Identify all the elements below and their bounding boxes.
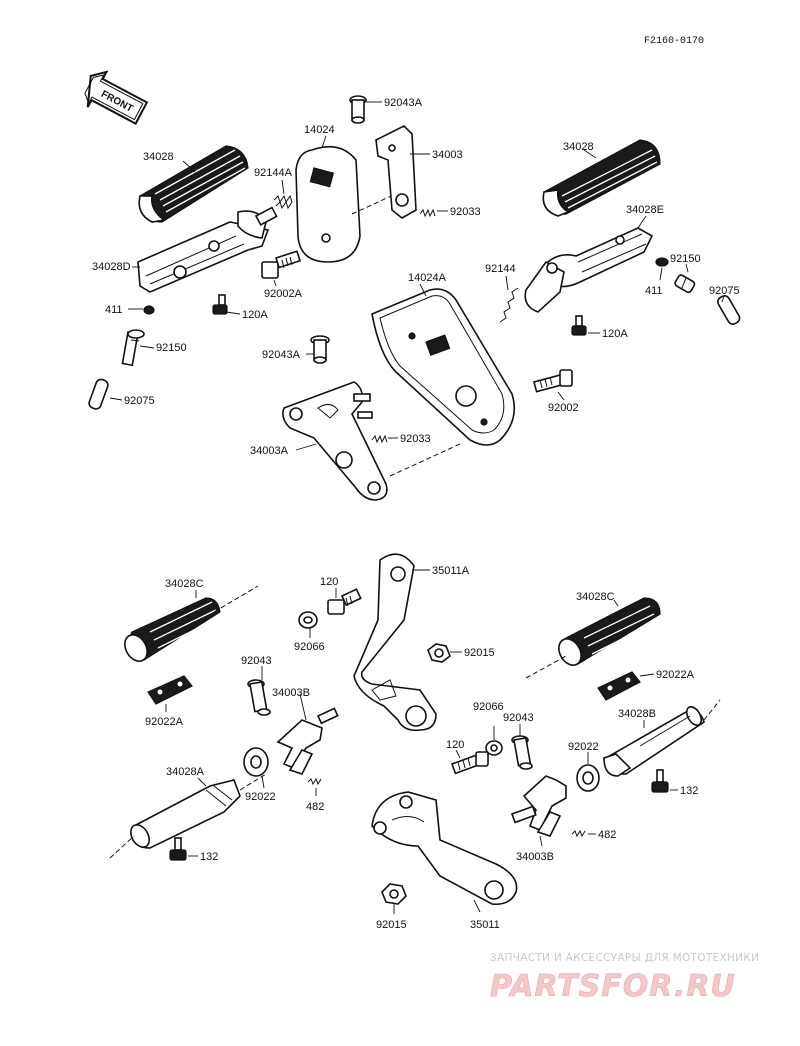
- spring-92033-top: [419, 208, 436, 218]
- label-120-top: 120: [320, 576, 338, 588]
- label-92144A: 92144A: [254, 167, 293, 179]
- pin-92043-left: [247, 679, 271, 716]
- plate-92022A-left: [147, 675, 193, 705]
- figure-code: F2160-0170: [644, 36, 704, 47]
- label-34028-right: 34028: [563, 141, 594, 153]
- footpeg-rubber-34028C-left: [124, 597, 221, 662]
- label-34003A: 34003A: [250, 445, 289, 457]
- label-411-right: 411: [645, 285, 663, 297]
- label-35011A: 35011A: [432, 565, 470, 577]
- label-92075-right: 92075: [709, 285, 740, 297]
- bolt-132-right: [651, 769, 669, 793]
- label-92033-mid: 92033: [400, 433, 431, 445]
- footpeg-34028A: [130, 779, 241, 849]
- label-411-left: 411: [105, 304, 123, 316]
- label-34028D: 34028D: [92, 261, 131, 273]
- footpeg-rubber-34028C-right: [558, 597, 661, 666]
- label-120A-left: 120A: [242, 309, 268, 321]
- label-34028A: 34028A: [166, 766, 205, 778]
- label-92150-right: 92150: [670, 253, 701, 265]
- bolt-120-top: [327, 588, 362, 615]
- label-482-left: 482: [306, 801, 324, 813]
- label-34003B-right: 34003B: [516, 851, 554, 863]
- label-34003B-left: 34003B: [272, 687, 310, 699]
- label-120-bottom: 120: [446, 739, 464, 751]
- heel-plate-14024: [295, 145, 361, 263]
- watermark-caption: ЗАПЧАСТИ И АКСЕССУАРЫ ДЛЯ МОТОТЕХНИКИ: [490, 952, 759, 964]
- label-34028B: 34028B: [618, 708, 656, 720]
- label-120A-right: 120A: [602, 328, 628, 340]
- spring-92144A: [273, 194, 293, 210]
- bolt-120A-left: [212, 294, 228, 315]
- label-34028C-right: 34028C: [576, 591, 615, 603]
- label-92066-right: 92066: [473, 701, 504, 713]
- bracket-34003: [375, 125, 417, 219]
- label-34028-left: 34028: [143, 151, 174, 163]
- label-92033-top: 92033: [450, 206, 481, 218]
- label-14024A: 14024A: [408, 272, 447, 284]
- pin-92043A-mid: [310, 335, 330, 364]
- label-35011: 35011: [470, 919, 500, 931]
- pin-92150-left: [121, 329, 145, 367]
- cotter-92075-right: [717, 295, 741, 325]
- label-92075-left: 92075: [124, 395, 155, 407]
- label-92043-right: 92043: [503, 712, 534, 724]
- label-132-right: 132: [680, 785, 698, 797]
- bracket-34003A: [282, 381, 388, 501]
- label-92022-right: 92022: [568, 741, 599, 753]
- label-92015-top: 92015: [464, 647, 495, 659]
- bolt-132-left: [169, 837, 187, 861]
- front-arrow-icon: FRONT: [84, 70, 149, 125]
- watermark-logo: PARTSFOR.RU: [490, 969, 736, 1004]
- nut-92015-top: [427, 643, 451, 663]
- label-92002: 92002: [548, 402, 579, 414]
- footpeg-34028E: [524, 227, 654, 313]
- label-14024: 14024: [304, 124, 335, 136]
- label-34003: 34003: [432, 149, 463, 161]
- bracket-34003B-right: [510, 775, 567, 837]
- label-92144: 92144: [485, 263, 516, 275]
- bracket-35011A: [353, 553, 437, 732]
- label-92022A-left: 92022A: [145, 716, 184, 728]
- bolt-92002: [533, 369, 573, 393]
- label-92022-left: 92022: [245, 791, 276, 803]
- label-92002A: 92002A: [264, 288, 303, 300]
- spring-92144: [499, 287, 519, 323]
- bracket-35011: [371, 791, 518, 906]
- label-92150-left: 92150: [156, 342, 187, 354]
- bolt-92002A: [261, 250, 302, 279]
- plate-92022A-right: [597, 671, 641, 701]
- bolt-120A-right: [571, 315, 587, 336]
- spring-92033-mid: [371, 434, 388, 444]
- pin-92150-right: [674, 274, 696, 294]
- cotter-92075-left: [88, 378, 109, 410]
- label-92066-left: 92066: [294, 641, 325, 653]
- bolt-120-bottom: [450, 751, 489, 775]
- footpeg-rubber-34028-right: [542, 139, 661, 217]
- label-132-left: 132: [200, 851, 218, 863]
- label-92043A-top: 92043A: [384, 97, 423, 109]
- heel-plate-14024A: [371, 288, 516, 446]
- washer-411-right: [655, 257, 669, 267]
- label-92043A-mid: 92043A: [262, 349, 301, 361]
- bracket-34003B-left: [276, 707, 339, 775]
- label-482-right: 482: [598, 829, 616, 841]
- spring-482-left: [307, 777, 322, 786]
- label-92015-bottom: 92015: [376, 919, 407, 931]
- label-34028E: 34028E: [626, 204, 664, 216]
- pin-92043A-top: [349, 95, 367, 124]
- label-92022A-right: 92022A: [656, 669, 695, 681]
- footpeg-34028D: [137, 206, 278, 293]
- nut-92015-bottom: [381, 883, 407, 905]
- spring-482-right: [571, 829, 586, 838]
- pin-92043-right: [511, 735, 533, 770]
- footpeg-34028B: [603, 706, 705, 777]
- label-34028C-left: 34028C: [165, 578, 204, 590]
- washer-411-left: [143, 305, 155, 315]
- label-92043-left: 92043: [241, 655, 272, 667]
